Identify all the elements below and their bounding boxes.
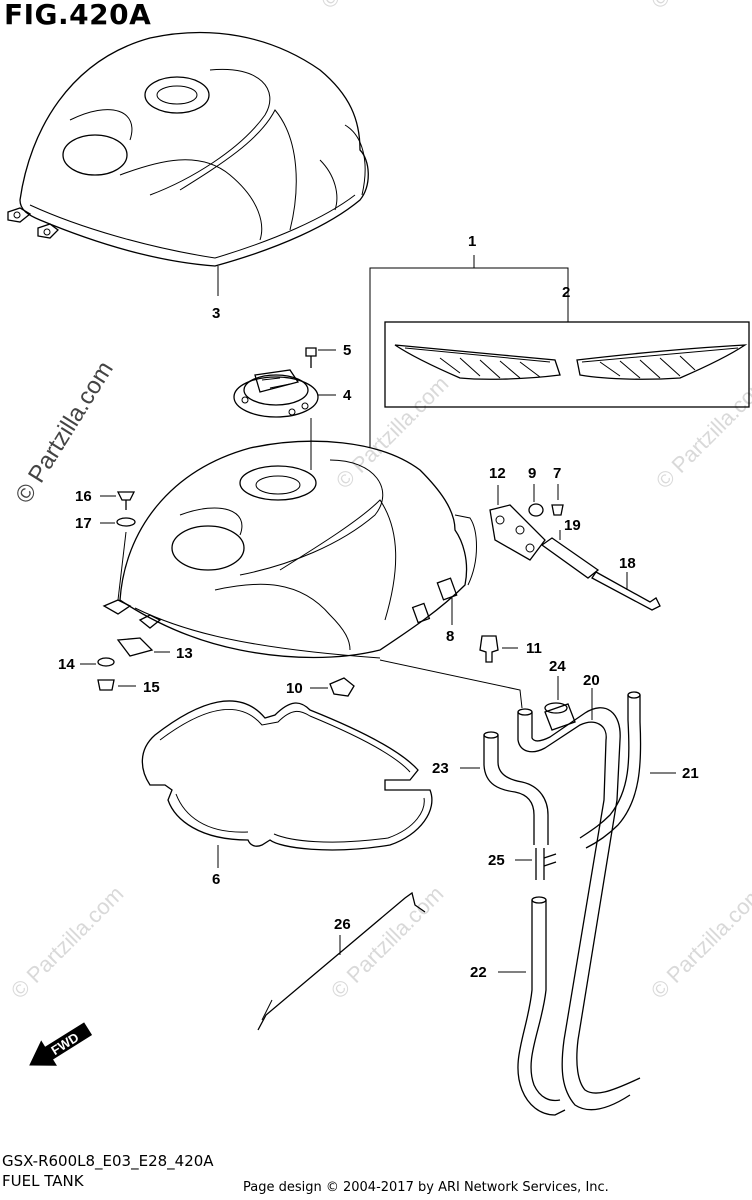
- cushion-10: [329, 677, 355, 697]
- callout-26[interactable]: 26: [334, 916, 351, 933]
- cushion-11: [479, 635, 499, 663]
- callout-14[interactable]: 14: [58, 656, 75, 673]
- watermark: © Partzilla.com: [316, 0, 439, 14]
- watermark: © Partzilla.com: [646, 0, 752, 14]
- watermark: © Partzilla.com: [326, 881, 449, 1004]
- callout-7[interactable]: 7: [553, 465, 561, 482]
- callout-12[interactable]: 12: [489, 465, 506, 482]
- callout-17[interactable]: 17: [75, 515, 92, 532]
- callout-24[interactable]: 24: [549, 658, 566, 675]
- callout-18[interactable]: 18: [619, 555, 636, 572]
- callout-23[interactable]: 23: [432, 760, 449, 777]
- model-code: GSX-R600L8_E03_E28_420A: [2, 1152, 214, 1170]
- joint-25: [535, 848, 557, 880]
- callout-22[interactable]: 22: [470, 964, 487, 981]
- spacer-19: [540, 537, 600, 579]
- bracket-12: [489, 504, 546, 561]
- emblem-box: [384, 321, 750, 408]
- callout-6[interactable]: 6: [212, 871, 220, 888]
- collar-9: [528, 503, 544, 517]
- bolt-16: [116, 491, 136, 510]
- watermarks: © Partzilla.com © Partzilla.com © Partzi…: [6, 0, 752, 1004]
- callout-8[interactable]: 8: [446, 628, 454, 645]
- callout-10[interactable]: 10: [286, 680, 303, 697]
- bracket-13: [116, 637, 154, 657]
- callout-25[interactable]: 25: [488, 852, 505, 869]
- fwd-arrow-icon: FWD: [29, 1022, 93, 1066]
- callout-9[interactable]: 9: [528, 465, 536, 482]
- hose-22: [517, 896, 566, 1116]
- bolt-7: [551, 504, 564, 516]
- callout-2[interactable]: 2: [562, 284, 570, 301]
- watermark: © Partzilla.com: [651, 371, 752, 494]
- watermark: © Partzilla.com: [6, 881, 129, 1004]
- gasket-6: [141, 700, 433, 851]
- callout-4[interactable]: 4: [343, 387, 352, 404]
- callout-16[interactable]: 16: [75, 488, 92, 505]
- cushion-14: [97, 657, 115, 667]
- hose-20: [517, 707, 641, 1111]
- hose-21: [579, 691, 642, 849]
- callout-13[interactable]: 13: [176, 645, 193, 662]
- callout-11[interactable]: 11: [526, 640, 542, 657]
- damper-24: [544, 702, 576, 731]
- bolt-5: [305, 347, 317, 368]
- callout-5[interactable]: 5: [343, 342, 351, 359]
- callout-15[interactable]: 15: [143, 679, 160, 696]
- fuel-tank: [119, 440, 477, 659]
- callout-1[interactable]: 1: [468, 233, 476, 250]
- prop-rod-26: [257, 891, 426, 1031]
- emblem-right: [576, 344, 748, 380]
- emblem-left: [394, 344, 561, 380]
- callout-3[interactable]: 3: [212, 305, 220, 322]
- washer-17: [116, 517, 136, 527]
- tank-cover: [7, 31, 369, 267]
- callout-20[interactable]: 20: [583, 672, 600, 689]
- copyright: Page design © 2004-2017 by ARI Network S…: [243, 1180, 609, 1195]
- fuel-cap-4: [233, 369, 319, 418]
- part-name: FUEL TANK: [2, 1172, 84, 1190]
- figure-title: FIG.420A: [4, 0, 152, 31]
- callout-19[interactable]: 19: [564, 517, 581, 534]
- bolt-18: [591, 571, 661, 611]
- main-watermark: © Partzilla.com: [10, 357, 119, 508]
- callout-21[interactable]: 21: [682, 765, 699, 782]
- hose-23: [483, 731, 549, 845]
- watermark: © Partzilla.com: [646, 881, 752, 1004]
- collar-15: [97, 679, 115, 691]
